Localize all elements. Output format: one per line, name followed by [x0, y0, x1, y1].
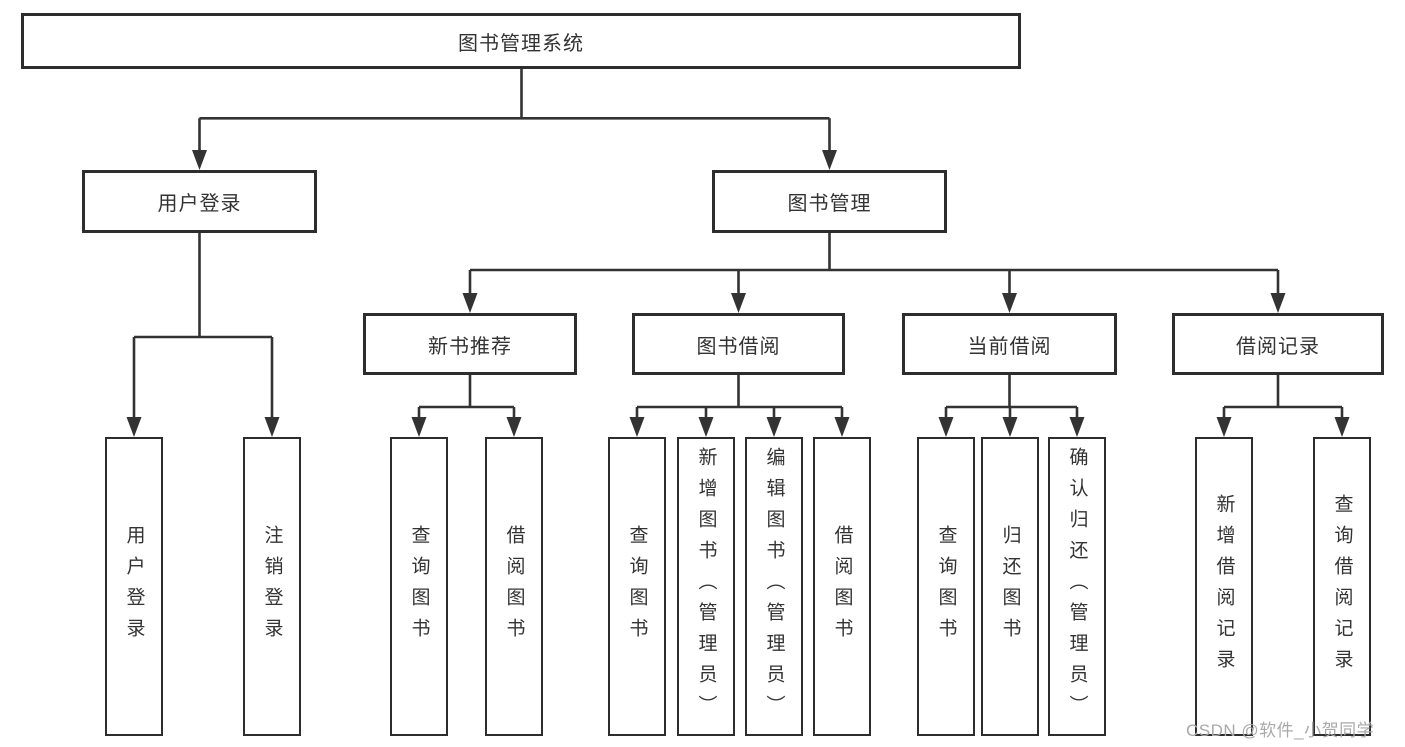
- arrow-down-icon: [1334, 417, 1350, 437]
- leaf-node-add-books-admin: 新增图书（管理员）: [677, 437, 735, 736]
- leaf-node-label: 查询图书: [935, 524, 957, 649]
- arrow-down-icon: [938, 417, 954, 437]
- root-node-library-system: 图书管理系统: [21, 13, 1021, 69]
- arrow-down-icon: [834, 417, 850, 437]
- leaf-node-label: 新增借阅记录: [1213, 493, 1235, 680]
- level3-node-book-borrow: 图书借阅: [632, 313, 845, 375]
- leaf-node-user-login: 用户登录: [105, 437, 163, 736]
- connector-userlogin-to-leaves: [132, 233, 274, 421]
- leaf-node-borrow-books: 借阅图书: [813, 437, 871, 736]
- arrow-down-icon: [766, 417, 782, 437]
- root-node-label: 图书管理系统: [458, 32, 584, 55]
- leaf-node-label: 编辑图书（管理员）: [763, 447, 785, 726]
- arrow-down-icon: [822, 150, 837, 170]
- level2-node-user-login: 用户登录: [82, 170, 317, 233]
- arrow-down-icon: [1069, 417, 1085, 437]
- connector-root-to-level2: [198, 69, 831, 154]
- arrow-down-icon: [192, 150, 207, 170]
- leaf-node-label: 注销登录: [261, 524, 283, 649]
- leaf-node-confirm-return-admin: 确认归还（管理员）: [1048, 437, 1106, 736]
- level3-node-label: 图书借阅: [696, 335, 781, 358]
- arrow-down-icon: [506, 417, 522, 437]
- leaf-node-return-books: 归还图书: [981, 437, 1039, 736]
- level3-node-current-borrow: 当前借阅: [902, 313, 1117, 375]
- leaf-node-query-books: 查询图书: [608, 437, 666, 736]
- leaf-node-add-borrow-record: 新增借阅记录: [1195, 437, 1253, 736]
- connector-current-to-leaves: [944, 375, 1079, 421]
- level3-node-label: 借阅记录: [1236, 335, 1320, 358]
- arrow-down-icon: [1216, 417, 1232, 437]
- arrow-down-icon: [1002, 293, 1017, 313]
- leaf-node-label: 借阅图书: [503, 524, 525, 649]
- level2-node-book-management: 图书管理: [712, 170, 947, 233]
- connector-borrow-to-leaves: [635, 375, 844, 421]
- leaf-node-query-books: 查询图书: [390, 437, 448, 736]
- leaf-node-label: 确认归还（管理员）: [1066, 447, 1088, 726]
- connector-bookmgmt-to-level3: [468, 233, 1280, 297]
- watermark-text: CSDN @软件_小贺同学: [1186, 721, 1375, 740]
- connector-records-to-leaves: [1222, 375, 1344, 421]
- leaf-node-edit-books-admin: 编辑图书（管理员）: [745, 437, 803, 736]
- leaf-node-query-borrow-record: 查询借阅记录: [1313, 437, 1371, 736]
- leaf-node-label: 查询图书: [626, 524, 648, 649]
- leaf-node-query-books: 查询图书: [917, 437, 975, 736]
- level3-node-label: 当前借阅: [967, 335, 1052, 358]
- level3-node-borrow-records: 借阅记录: [1172, 313, 1384, 375]
- leaf-node-logout: 注销登录: [243, 437, 301, 736]
- arrow-down-icon: [1270, 293, 1286, 313]
- arrow-down-icon: [411, 417, 427, 437]
- arrow-down-icon: [126, 417, 142, 437]
- arrow-down-icon: [264, 417, 280, 437]
- arrow-down-icon: [629, 417, 645, 437]
- arrow-down-icon: [698, 417, 714, 437]
- arrow-down-icon: [1002, 417, 1018, 437]
- level3-node-label: 新书推荐: [428, 335, 512, 358]
- level2-node-label: 用户登录: [157, 193, 242, 215]
- leaf-node-label: 归还图书: [999, 524, 1021, 649]
- level3-node-new-book-recommend: 新书推荐: [363, 313, 577, 375]
- arrow-down-icon: [462, 293, 478, 313]
- leaf-node-label: 用户登录: [123, 524, 145, 649]
- connector-newbooks-to-leaves: [417, 375, 516, 421]
- leaf-node-label: 查询图书: [408, 524, 430, 649]
- arrow-down-icon: [731, 293, 746, 313]
- leaf-node-label: 新增图书（管理员）: [695, 447, 717, 726]
- leaf-node-label: 查询借阅记录: [1331, 493, 1353, 680]
- leaf-node-borrow-books: 借阅图书: [485, 437, 543, 736]
- level2-node-label: 图书管理: [787, 193, 872, 215]
- leaf-node-label: 借阅图书: [831, 524, 853, 649]
